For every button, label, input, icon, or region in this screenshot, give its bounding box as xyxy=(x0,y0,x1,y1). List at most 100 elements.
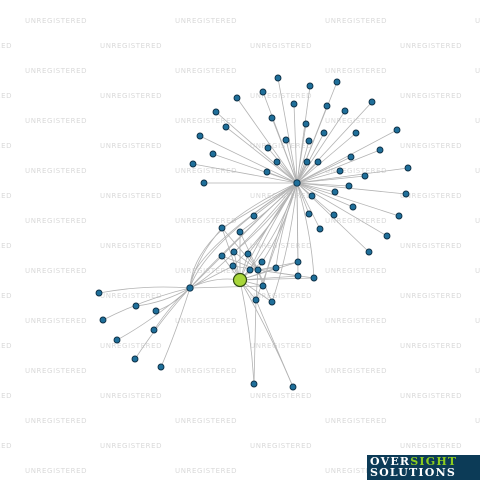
network-node xyxy=(349,203,357,211)
watermark-text: UNREGISTERED xyxy=(250,192,312,200)
watermark-text: UNREGISTERED xyxy=(100,42,162,50)
network-node xyxy=(310,274,318,282)
watermark-text: UNREGISTERED xyxy=(325,167,387,175)
network-node xyxy=(404,164,412,172)
watermark-text: UNREGISTERED xyxy=(25,167,87,175)
edge xyxy=(98,286,191,294)
watermark-text: UNREGISTERED xyxy=(25,67,87,75)
network-node xyxy=(95,289,103,297)
network-node xyxy=(290,100,298,108)
edge xyxy=(253,299,257,385)
watermark-text: UNREGISTERED xyxy=(0,342,12,350)
watermark-text: UNREGISTERED xyxy=(100,392,162,400)
network-node xyxy=(282,136,290,144)
edge xyxy=(296,182,407,195)
edge xyxy=(296,156,352,184)
network-node xyxy=(333,78,341,86)
watermark-text: UNREGISTERED xyxy=(100,142,162,150)
network-node xyxy=(303,158,311,166)
watermark-text: UNREGISTERED xyxy=(250,442,312,450)
edge xyxy=(135,287,191,307)
watermark-text: UNREGISTERED xyxy=(0,42,12,50)
watermark-text: UNREGISTERED xyxy=(0,142,12,150)
network-node xyxy=(336,167,344,175)
watermark-text: UNREGISTERED xyxy=(400,142,462,150)
edge xyxy=(267,147,298,184)
watermark-text: UNREGISTERED xyxy=(25,17,87,25)
watermark-text: UNREGISTERED xyxy=(475,17,480,25)
watermark-text: UNREGISTERED xyxy=(325,317,387,325)
network-node xyxy=(250,212,258,220)
watermark-text: UNREGISTERED xyxy=(25,467,87,475)
watermark-text: UNREGISTERED xyxy=(175,467,237,475)
network-node xyxy=(305,137,313,145)
edge xyxy=(221,227,241,281)
network-node xyxy=(246,266,254,274)
watermark-text: UNREGISTERED xyxy=(0,92,12,100)
network-node xyxy=(252,296,260,304)
edge xyxy=(189,227,223,289)
node-layer xyxy=(95,74,412,391)
watermark-text: UNREGISTERED xyxy=(400,442,462,450)
watermark-text: UNREGISTERED xyxy=(325,367,387,375)
network-node xyxy=(274,74,282,82)
network-node xyxy=(212,108,220,116)
network-node xyxy=(132,302,140,310)
edge xyxy=(239,279,255,385)
network-node xyxy=(229,262,237,270)
edge xyxy=(296,123,307,184)
watermark-text: UNREGISTERED xyxy=(400,192,462,200)
watermark-text: UNREGISTERED xyxy=(400,92,462,100)
watermark-text: UNREGISTERED xyxy=(475,317,480,325)
watermark-text: UNREGISTERED xyxy=(325,267,387,275)
edge xyxy=(296,149,381,184)
network-node xyxy=(331,188,339,196)
edge xyxy=(296,182,335,216)
network-node xyxy=(157,363,165,371)
hub-node xyxy=(186,284,194,292)
network-node xyxy=(218,224,226,232)
edge xyxy=(276,161,298,184)
watermark-text: UNREGISTERED xyxy=(475,417,480,425)
network-node xyxy=(230,248,238,256)
edge xyxy=(253,182,298,217)
edge xyxy=(296,182,336,193)
watermark-text: UNREGISTERED xyxy=(100,242,162,250)
network-node xyxy=(259,282,267,290)
watermark-text: UNREGISTERED xyxy=(175,317,237,325)
watermark-text: UNREGISTERED xyxy=(25,417,87,425)
watermark-text: UNREGISTERED xyxy=(325,467,387,475)
network-node xyxy=(306,82,314,90)
edge xyxy=(296,140,310,184)
network-node xyxy=(250,380,258,388)
network-node xyxy=(259,88,267,96)
network-node xyxy=(320,129,328,137)
watermark-text: UNREGISTERED xyxy=(175,17,237,25)
watermark-text: UNREGISTERED xyxy=(400,42,462,50)
watermark-text: UNREGISTERED xyxy=(25,367,87,375)
edge xyxy=(293,103,298,184)
logo-word-sight: SIGHT xyxy=(410,455,458,468)
watermark-text: UNREGISTERED xyxy=(400,342,462,350)
watermark-text: UNREGISTERED xyxy=(475,367,480,375)
watermark-text: UNREGISTERED xyxy=(0,242,12,250)
edge xyxy=(296,167,409,184)
network-node xyxy=(218,252,226,260)
logo-line-2: SOLUTIONS xyxy=(370,466,456,479)
network-node xyxy=(209,150,217,158)
watermark-text: UNREGISTERED xyxy=(250,142,312,150)
edge xyxy=(160,287,191,368)
watermark-text: UNREGISTERED xyxy=(475,267,480,275)
network-node xyxy=(196,132,204,140)
watermark-text: UNREGISTERED xyxy=(475,217,480,225)
watermark-text: UNREGISTERED xyxy=(250,292,312,300)
network-node xyxy=(268,298,276,306)
logo-word-over: OVER xyxy=(370,455,411,468)
edge xyxy=(192,163,298,184)
network-node xyxy=(272,264,280,272)
network-node xyxy=(131,355,139,363)
network-node xyxy=(289,383,297,391)
watermark-text: UNREGISTERED xyxy=(25,217,87,225)
watermark-text: UNREGISTERED xyxy=(0,442,12,450)
watermark-text: UNREGISTERED xyxy=(250,242,312,250)
